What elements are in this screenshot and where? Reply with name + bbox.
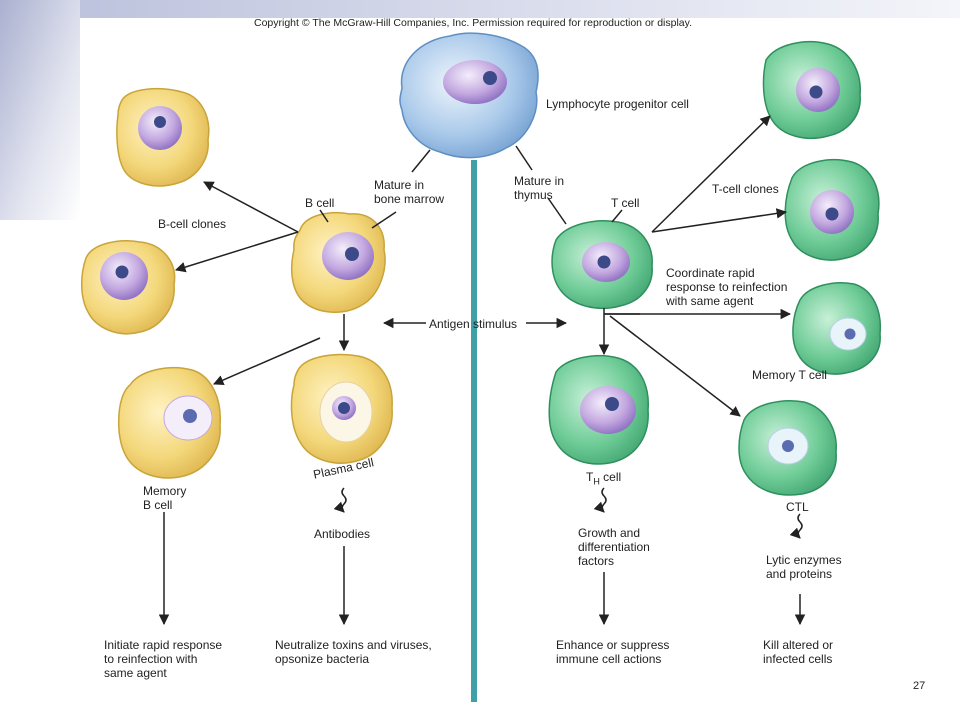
- memory-t-cell: [792, 282, 882, 375]
- label-t-cell-clones: T-cell clones: [712, 182, 779, 196]
- label-mature-bone-marrow: Mature in bone marrow: [374, 178, 445, 206]
- squiggle-ctl: [789, 513, 803, 539]
- label-memory-t-cell: Memory T cell: [752, 368, 827, 382]
- label-kill-cells: Kill altered or infected cells: [763, 638, 834, 666]
- label-th-main: T: [586, 470, 594, 484]
- label-antibodies: Antibodies: [314, 527, 371, 541]
- label-initiate-response: Initiate rapid response to reinfection w…: [104, 638, 223, 680]
- th-cell: [548, 354, 649, 465]
- label-b-cell: B cell: [305, 196, 335, 210]
- arrow-t-to-clone-top: [651, 115, 771, 233]
- arrow-b-to-clone-bottom: [174, 231, 299, 273]
- label-antigen-stimulus: Antigen stimulus: [429, 317, 518, 331]
- line-progenitor-bm: [411, 149, 431, 173]
- arrows: [158, 115, 806, 626]
- label-th-sub: H: [593, 476, 600, 487]
- memory-b-cell: [118, 366, 221, 479]
- label-memory-b-cell: Memory B cell: [143, 484, 187, 512]
- progenitor-cell: [399, 32, 539, 159]
- label-coordinate: Coordinate rapid response to reinfection…: [666, 266, 788, 308]
- label-th-suffix: cell: [599, 470, 622, 484]
- label-progenitor: Lymphocyte progenitor cell: [546, 97, 689, 111]
- ctl-cell: [738, 400, 837, 496]
- copyright-notice: Copyright © The McGraw-Hill Companies, I…: [254, 17, 693, 29]
- b-cell: [290, 211, 386, 313]
- t-cell-clone-middle: [784, 159, 880, 261]
- label-ctl: CTL: [786, 500, 809, 514]
- arrow-b-to-memory: [213, 337, 321, 386]
- line-mature-bm: [371, 211, 397, 229]
- line-progenitor-thymus: [515, 145, 533, 171]
- arrow-t-to-ctl: [609, 315, 741, 417]
- line-thymus: [547, 197, 567, 225]
- arrow-b-to-clone-top: [203, 181, 299, 233]
- label-th-cell: TH cell: [586, 470, 621, 488]
- b-cell-clone-top: [116, 87, 210, 187]
- label-mature-thymus: Mature in thymus: [514, 174, 565, 202]
- line-b-label: [319, 209, 329, 223]
- label-t-cell: T cell: [611, 196, 640, 210]
- label-b-cell-clones: B-cell clones: [158, 217, 227, 231]
- t-cell: [551, 220, 653, 310]
- b-cell-clone-bottom: [81, 240, 176, 335]
- t-cell-clone-top: [762, 41, 861, 139]
- label-growth-factors: Growth and differentiation factors: [578, 526, 650, 568]
- squiggle-plasma: [333, 487, 347, 513]
- label-lytic-enzymes: Lytic enzymes and proteins: [766, 553, 842, 581]
- plasma-cell: [290, 353, 393, 464]
- arrow-t-to-clone-middle: [651, 208, 788, 233]
- center-divider: [471, 160, 477, 702]
- label-neutralize: Neutralize toxins and viruses, opsonize …: [275, 638, 432, 666]
- squiggle-th: [593, 487, 607, 513]
- line-t-label: [611, 209, 623, 223]
- label-enhance-suppress: Enhance or suppress immune cell actions: [556, 638, 670, 666]
- page-number: 27: [913, 680, 926, 692]
